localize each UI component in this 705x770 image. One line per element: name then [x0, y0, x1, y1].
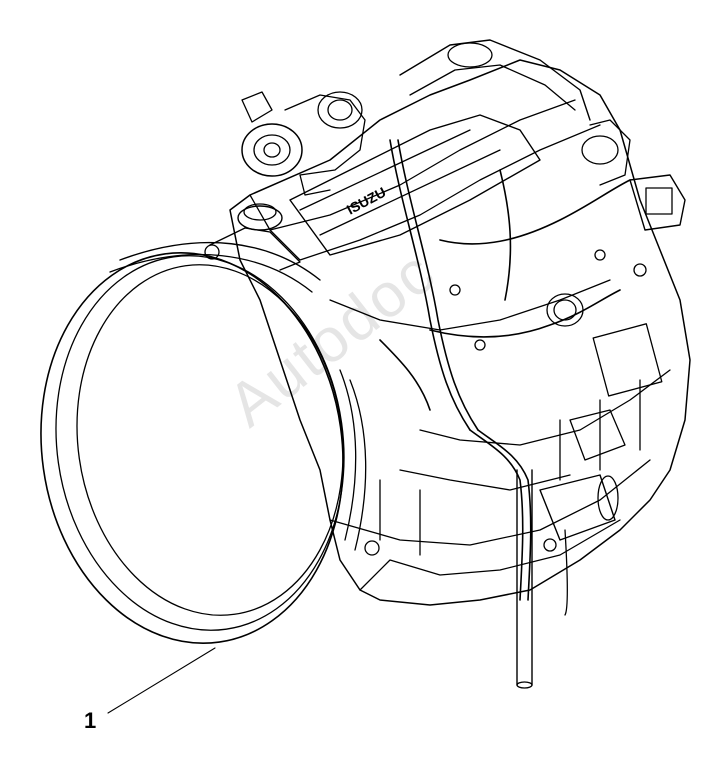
sensor-connector — [629, 174, 686, 231]
fuel-pump-assembly — [449, 249, 663, 461]
dipstick-tube — [516, 469, 568, 689]
engine-block — [229, 59, 691, 606]
wiring-harness — [379, 139, 631, 601]
flywheel-housing — [40, 227, 380, 645]
oil-filler-cap — [237, 203, 283, 231]
valve-cover: ISUZU — [289, 114, 541, 256]
callout-label-1: 1 — [84, 708, 97, 733]
turbocharger — [241, 91, 366, 196]
starter-motor — [539, 474, 619, 552]
callout-leader-line — [107, 647, 216, 714]
intake-pipe — [399, 39, 631, 186]
